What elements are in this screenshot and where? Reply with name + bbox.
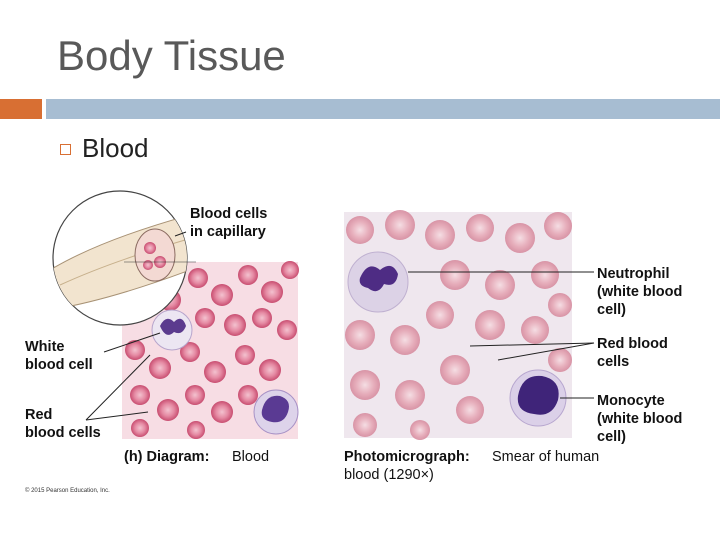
label-blood-cell: blood cell: [25, 357, 93, 373]
copyright-text: © 2015 Pearson Education, Inc.: [25, 487, 110, 494]
label-cells: cells: [597, 354, 629, 370]
label-neutrophil-3: cell): [597, 302, 626, 318]
slide-title: Body Tissue: [57, 32, 286, 79]
label-blood-cells-red: blood cells: [25, 425, 101, 441]
photo-monocyte: [509, 369, 567, 427]
label-neutrophil: Neutrophil: [597, 266, 670, 282]
photo-caption-bold: Photomicrograph:: [344, 449, 470, 465]
title-accent-bar-orange: [0, 99, 42, 119]
label-monocyte-3: cell): [597, 429, 626, 445]
wbc-leader-line: [103, 332, 161, 353]
bullet-text: Blood: [82, 133, 149, 163]
blood-diagram-panel: Blood cells in capillary White blood cel…: [25, 190, 299, 494]
label-in-capillary: in capillary: [190, 224, 266, 240]
label-red-blood: Red blood: [597, 336, 668, 352]
capillary-inset: [52, 190, 196, 326]
photo-caption-line2: blood (1290×): [344, 467, 434, 483]
rbc-photo-leader-line-1: [497, 342, 595, 361]
label-blood-cells: Blood cells: [190, 206, 267, 222]
photo-caption-text: Smear of human: [492, 449, 599, 465]
diagram-caption-text: Blood: [232, 449, 269, 465]
rbc-leader-line-1: [85, 354, 151, 421]
rbc-photo-leader-line-2: [469, 342, 595, 347]
diagram-white-blood-cell: [151, 309, 193, 351]
label-monocyte: Monocyte: [597, 393, 665, 409]
photo-neutrophil: [347, 251, 409, 313]
label-neutrophil-2: (white blood: [597, 284, 682, 300]
label-monocyte-2: (white blood: [597, 411, 682, 427]
title-accent-bar-blue: [46, 99, 720, 119]
rbc-leader-line-2: [85, 411, 149, 421]
bullet-square-icon: [60, 144, 71, 155]
diagram-monocyte: [253, 389, 299, 435]
photo-red-blood-cells: [345, 210, 572, 440]
capillary-leader-line: [174, 231, 187, 237]
diagram-caption-bold: (h) Diagram:: [124, 449, 209, 465]
label-red: Red: [25, 407, 52, 423]
label-white: White: [25, 339, 64, 355]
photomicrograph-panel: Neutrophil (white blood cell) Red blood …: [344, 210, 682, 483]
